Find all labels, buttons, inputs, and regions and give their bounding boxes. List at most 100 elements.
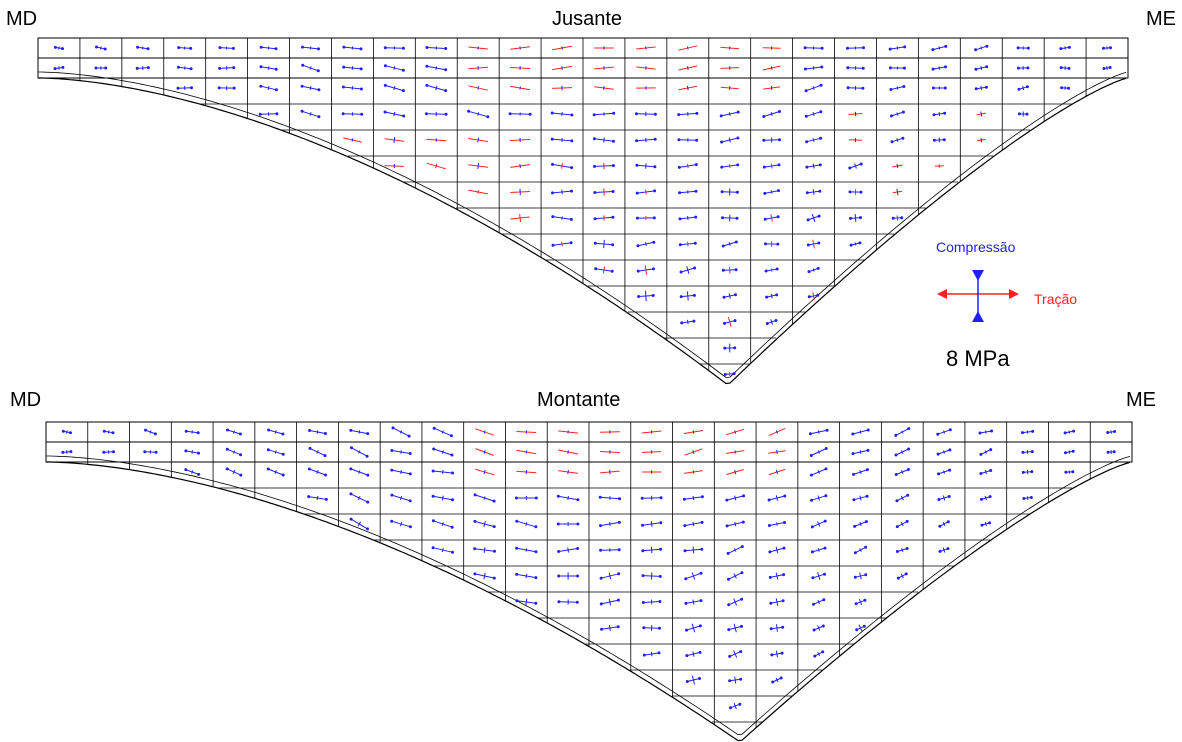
compression-end-dot xyxy=(721,216,724,220)
compression-end-dot xyxy=(783,494,787,498)
compression-end-dot xyxy=(803,46,807,50)
compression-end-dot xyxy=(425,83,429,87)
principal-stress-minor xyxy=(859,450,862,454)
compression-end-dot xyxy=(979,472,983,475)
compression-end-dot xyxy=(734,240,738,244)
compression-end-dot xyxy=(988,521,992,525)
compression-end-dot xyxy=(1071,470,1075,474)
compression-end-dot xyxy=(804,89,808,93)
compression-end-dot xyxy=(818,163,822,167)
compression-end-dot xyxy=(990,429,994,433)
compression-end-dot xyxy=(390,519,394,523)
compression-end-dot xyxy=(658,600,662,603)
compression-end-dot xyxy=(817,214,821,218)
stress-scale-label: 8 MPa xyxy=(946,346,1010,371)
compression-end-dot xyxy=(383,110,387,114)
compression-end-dot xyxy=(652,216,656,220)
compression-end-dot xyxy=(616,625,620,629)
principal-stress-minor xyxy=(770,319,773,325)
principal-stress-minor xyxy=(692,430,695,434)
compression-end-dot xyxy=(659,547,663,551)
compression-end-dot xyxy=(984,85,988,89)
compression-end-dot xyxy=(864,545,868,549)
compression-end-dot xyxy=(111,431,115,435)
principal-stress-minor xyxy=(232,450,236,454)
compression-end-dot xyxy=(803,67,807,71)
principal-stress-minor xyxy=(645,189,647,195)
compression-end-dot xyxy=(736,136,740,140)
compression-end-dot xyxy=(1072,429,1076,433)
compression-end-dot xyxy=(938,524,942,528)
principal-stress-minor xyxy=(561,163,563,169)
principal-stress-minor xyxy=(734,430,737,434)
compression-end-dot xyxy=(658,626,661,630)
compression-end-dot xyxy=(402,114,406,118)
compression-end-dot xyxy=(467,109,471,113)
principal-stress-minor xyxy=(900,495,904,501)
compression-end-dot xyxy=(425,64,429,68)
principal-stress-minor xyxy=(770,190,773,194)
principal-stress-minor xyxy=(775,469,779,475)
compression-end-dot xyxy=(823,519,827,523)
compression-end-dot xyxy=(846,86,850,90)
compression-end-dot xyxy=(189,67,193,71)
compression-end-dot xyxy=(94,66,98,70)
compression-end-dot xyxy=(1112,450,1116,454)
compression-end-dot xyxy=(988,495,992,499)
compression-end-dot xyxy=(985,65,989,69)
principal-stress-minor xyxy=(733,650,738,658)
principal-stress-minor xyxy=(483,430,486,434)
principal-stress-minor xyxy=(1022,85,1025,91)
compression-end-dot xyxy=(184,468,188,472)
compression-end-dot xyxy=(740,571,744,575)
compression-end-dot xyxy=(431,469,435,473)
principal-stress-minor xyxy=(603,137,605,143)
compression-end-dot xyxy=(493,549,496,553)
principal-stress-minor xyxy=(608,572,612,580)
compression-end-dot xyxy=(894,453,898,457)
compression-end-dot xyxy=(694,189,698,193)
compression-end-dot xyxy=(1017,112,1021,116)
compression-end-dot xyxy=(902,66,906,70)
principal-stress-minor xyxy=(817,599,820,605)
compression-end-dot xyxy=(906,468,910,471)
compression-end-dot xyxy=(678,217,682,221)
compression-end-dot xyxy=(727,577,730,581)
principal-stress-minor xyxy=(650,546,653,554)
compression-end-dot xyxy=(862,46,865,50)
compression-end-dot xyxy=(431,494,435,498)
compression-end-dot xyxy=(281,452,285,456)
compression-end-dot xyxy=(694,163,698,167)
compression-arrow-top-head xyxy=(972,270,984,281)
compression-end-dot xyxy=(636,269,640,273)
compression-end-dot xyxy=(135,66,139,70)
principal-stress-minor xyxy=(483,450,486,454)
principal-stress-minor xyxy=(812,138,815,142)
compression-end-dot xyxy=(635,191,639,195)
compression-end-dot xyxy=(680,321,684,325)
compression-end-dot xyxy=(492,576,496,580)
compression-end-dot xyxy=(593,241,597,245)
stress-legend-cross xyxy=(937,270,1019,322)
compression-end-dot xyxy=(728,679,732,683)
compression-end-dot xyxy=(936,452,940,456)
compression-end-dot xyxy=(1064,470,1068,474)
compression-end-dot xyxy=(534,550,538,554)
principal-stress-minor xyxy=(775,546,779,554)
principal-stress-minor xyxy=(775,430,779,434)
principal-stress-minor xyxy=(100,46,102,50)
compression-end-dot xyxy=(774,319,778,322)
principal-stress-minor xyxy=(191,450,193,454)
compression-end-dot xyxy=(723,321,726,325)
compression-end-dot xyxy=(699,571,703,575)
compression-end-dot xyxy=(184,449,188,453)
compression-end-dot xyxy=(735,216,739,220)
compression-end-dot xyxy=(473,493,477,497)
compression-end-dot xyxy=(232,66,236,70)
compression-end-dot xyxy=(768,550,772,554)
compression-end-dot xyxy=(763,217,767,221)
compression-end-dot xyxy=(508,112,512,116)
principal-stress-minor xyxy=(776,522,778,526)
compression-end-dot xyxy=(274,88,278,92)
